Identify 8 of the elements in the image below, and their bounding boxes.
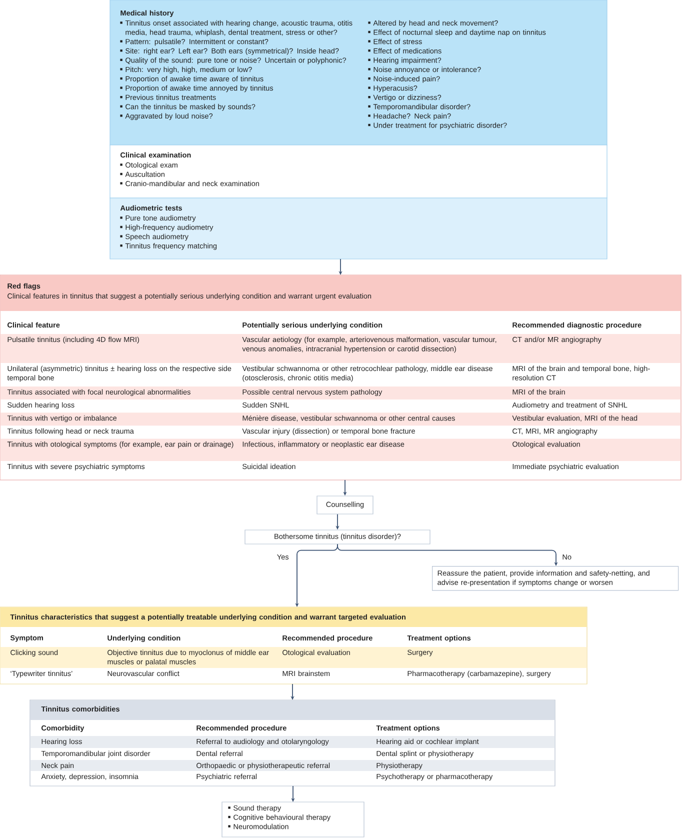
arrow [337,544,558,566]
section-panel [110,198,608,260]
section-panel [110,144,608,198]
table-panel [0,274,682,480]
table-panel [30,700,556,786]
bullet-box [222,802,364,838]
section-panel [110,0,608,146]
table-panel [0,606,588,684]
